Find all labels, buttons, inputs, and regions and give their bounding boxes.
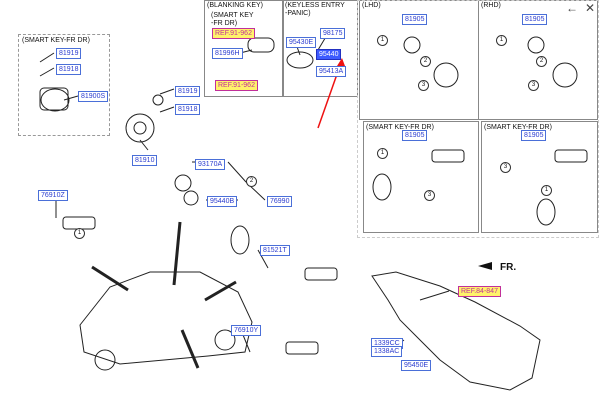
callout-3-rhd: 3 bbox=[528, 80, 539, 91]
callout-1-slhd: 1 bbox=[377, 148, 388, 159]
lhd-title: (LHD) bbox=[362, 2, 381, 9]
part-76910y[interactable]: 76910Y bbox=[231, 325, 262, 336]
part-1338ac[interactable]: 1338AC bbox=[371, 346, 403, 357]
right-outer-frame bbox=[357, 0, 599, 238]
smart-key-left-title: (SMART KEY-FR DR) bbox=[22, 37, 90, 44]
callout-3-srhd: 3 bbox=[500, 162, 511, 173]
callout-1-lhd: 1 bbox=[377, 35, 388, 46]
part-95440-highlight[interactable]: 95440 bbox=[316, 49, 342, 60]
part-81919-a[interactable]: 81919 bbox=[56, 48, 82, 59]
back-arrow-icon[interactable]: ← bbox=[566, 1, 578, 15]
callout-2-rhd: 2 bbox=[536, 56, 547, 67]
smart-lhd-title: (SMART KEY-FR DR) bbox=[366, 124, 434, 131]
part-95413a[interactable]: 95413A bbox=[316, 66, 347, 77]
ref-84-847[interactable]: REF.84-847 bbox=[458, 286, 501, 297]
part-81900s[interactable]: 81900S bbox=[78, 91, 109, 102]
part-93170a[interactable]: 93170A bbox=[195, 159, 226, 170]
part-81996h[interactable]: 81996H bbox=[212, 48, 243, 59]
blanking-key-title: (BLANKING KEY) bbox=[207, 2, 264, 9]
part-98175[interactable]: 98175 bbox=[320, 28, 346, 39]
part-81919-b[interactable]: 81919 bbox=[175, 86, 201, 97]
callout-2-lhd: 2 bbox=[420, 56, 431, 67]
part-81910[interactable]: 81910 bbox=[132, 155, 158, 166]
ref-91-962-b[interactable]: REF.91-962 bbox=[215, 80, 258, 91]
front-direction-label: FR. bbox=[500, 262, 517, 273]
callout-3-lhd: 3 bbox=[418, 80, 429, 91]
callout-2-center: 2 bbox=[246, 176, 257, 187]
close-icon[interactable]: ✕ bbox=[584, 1, 596, 15]
part-81521t[interactable]: 81521T bbox=[260, 245, 290, 256]
ref-91-962-a[interactable]: REF.91-962 bbox=[212, 28, 255, 39]
smart-lhd-box bbox=[363, 121, 479, 233]
callout-3-slhd: 3 bbox=[424, 190, 435, 201]
smart-rhd-title: (SMART KEY-FR DR) bbox=[484, 124, 552, 131]
callout-1-rhd: 1 bbox=[496, 35, 507, 46]
part-81918-b[interactable]: 81918 bbox=[175, 104, 201, 115]
keyless-entry-title: (KEYLESS ENTRY -PANIC) bbox=[285, 2, 345, 17]
smart-key-left-box bbox=[18, 34, 110, 136]
part-81905-lhd[interactable]: 81905 bbox=[402, 14, 428, 25]
blanking-key-box bbox=[204, 0, 284, 97]
viewer-toolbar: ← ✕ bbox=[562, 0, 600, 16]
part-81905-smart-lhd[interactable]: 81905 bbox=[402, 130, 428, 141]
blanking-sub-title: (SMART KEY -FR DR) bbox=[211, 12, 254, 27]
part-81918-a[interactable]: 81918 bbox=[56, 64, 82, 75]
part-81905-rhd[interactable]: 81905 bbox=[522, 14, 548, 25]
smart-rhd-box bbox=[481, 121, 598, 233]
rhd-title: (RHD) bbox=[481, 2, 501, 9]
part-76990[interactable]: 76990 bbox=[267, 196, 293, 207]
callout-1-left: 1 bbox=[74, 228, 85, 239]
part-76910z[interactable]: 76910Z bbox=[38, 190, 68, 201]
callout-1-srhd: 1 bbox=[541, 185, 552, 196]
part-95440b[interactable]: 95440B bbox=[207, 196, 238, 207]
part-95430e[interactable]: 95430E bbox=[286, 37, 317, 48]
part-95450e[interactable]: 95450E bbox=[401, 360, 432, 371]
part-81905-smart-rhd[interactable]: 81905 bbox=[521, 130, 547, 141]
